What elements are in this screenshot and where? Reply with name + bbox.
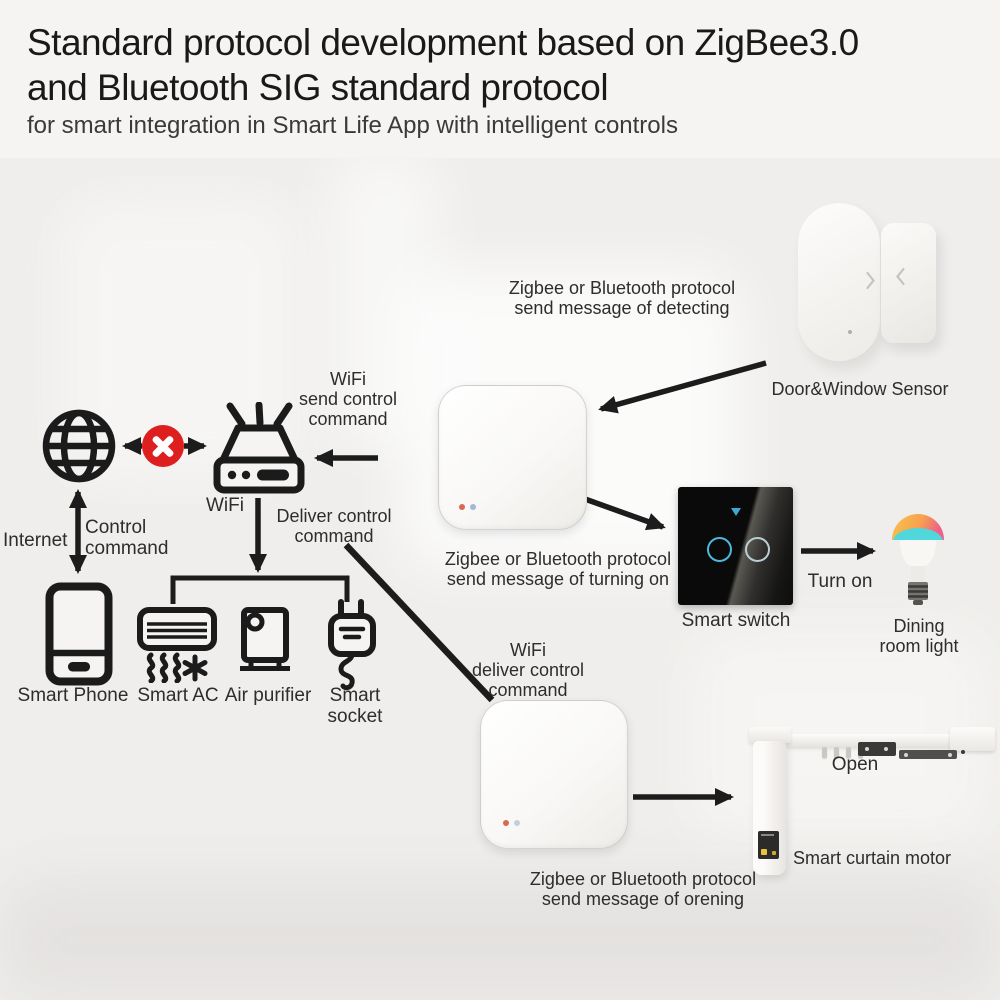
- label-open: Open: [831, 754, 879, 775]
- label-zigbee-detecting: Zigbee or Bluetooth protocol send messag…: [508, 278, 736, 318]
- touch-button-left: [707, 537, 732, 562]
- gateway-led-blue: [514, 820, 520, 826]
- device-bus-line: [170, 575, 350, 604]
- smartphone-icon: [45, 582, 113, 686]
- door-sensor-magnet: [881, 223, 936, 343]
- label-wifi-deliver-command: WiFi deliver control command: [471, 640, 585, 700]
- header-band: [0, 0, 1000, 158]
- sensor-button-dot: [848, 330, 852, 334]
- page-subtitle: for smart integration in Smart Life App …: [27, 112, 678, 139]
- curtain-motor-device: [753, 741, 786, 875]
- motor-display: [758, 831, 779, 859]
- chevron-right-icon: [866, 271, 875, 290]
- globe-internet-icon: [42, 409, 116, 483]
- rail-screw-dot: [961, 750, 965, 754]
- curtain-glider: [834, 747, 839, 758]
- curtain-motor-bracket: [749, 727, 791, 743]
- wifi-router-icon: [213, 402, 305, 494]
- label-door-sensor: Door&Window Sensor: [771, 379, 949, 399]
- curtain-mount-bracket: [899, 750, 957, 759]
- wifi-indicator-icon: [731, 508, 741, 516]
- zigbee-gateway-2: [480, 700, 628, 849]
- label-smart-switch: Smart switch: [681, 610, 791, 631]
- zigbee-gateway-1: [438, 385, 587, 530]
- label-dining-room-light: Dining room light: [879, 616, 959, 656]
- curtain-belt-clamp: [858, 742, 896, 756]
- label-wifi: WiFi: [206, 495, 244, 516]
- smart-switch-device: [678, 487, 793, 605]
- gateway-led-red: [503, 820, 509, 826]
- gateway-led-red: [459, 504, 465, 510]
- label-control-command: Control command: [85, 517, 169, 559]
- label-smart-curtain-motor: Smart curtain motor: [792, 848, 952, 868]
- door-sensor-body: [798, 203, 880, 361]
- air-purifier-icon: [240, 607, 290, 671]
- blocked-x-icon: [142, 425, 184, 467]
- label-zigbee-turning-on: Zigbee or Bluetooth protocol send messag…: [444, 549, 672, 589]
- label-turn-on: Turn on: [807, 571, 873, 592]
- label-deliver-control-command: Deliver control command: [276, 506, 392, 546]
- smart-socket-icon: [328, 599, 376, 691]
- background-blur-shape: [0, 880, 1000, 1000]
- label-zigbee-opening: Zigbee or Bluetooth protocol send messag…: [529, 869, 757, 909]
- label-smart-socket: Smart socket: [327, 685, 383, 727]
- air-conditioner-icon: [137, 607, 217, 683]
- curtain-glider: [822, 747, 827, 758]
- touch-button-right: [745, 537, 770, 562]
- label-smart-ac: Smart AC: [137, 685, 219, 706]
- label-internet: Internet: [3, 530, 68, 551]
- curtain-rail-endcap: [950, 727, 995, 751]
- chevron-left-icon: [896, 267, 905, 286]
- gateway-led-blue: [470, 504, 476, 510]
- label-air-purifier: Air purifier: [224, 685, 312, 706]
- page-title: Standard protocol development based on Z…: [27, 22, 859, 109]
- curtain-glider: [846, 747, 851, 758]
- label-wifi-send-command: WiFi send control command: [298, 369, 398, 429]
- label-smart-phone: Smart Phone: [17, 685, 129, 706]
- rgb-bulb-icon: [892, 514, 944, 605]
- curtain-rail: [786, 734, 953, 747]
